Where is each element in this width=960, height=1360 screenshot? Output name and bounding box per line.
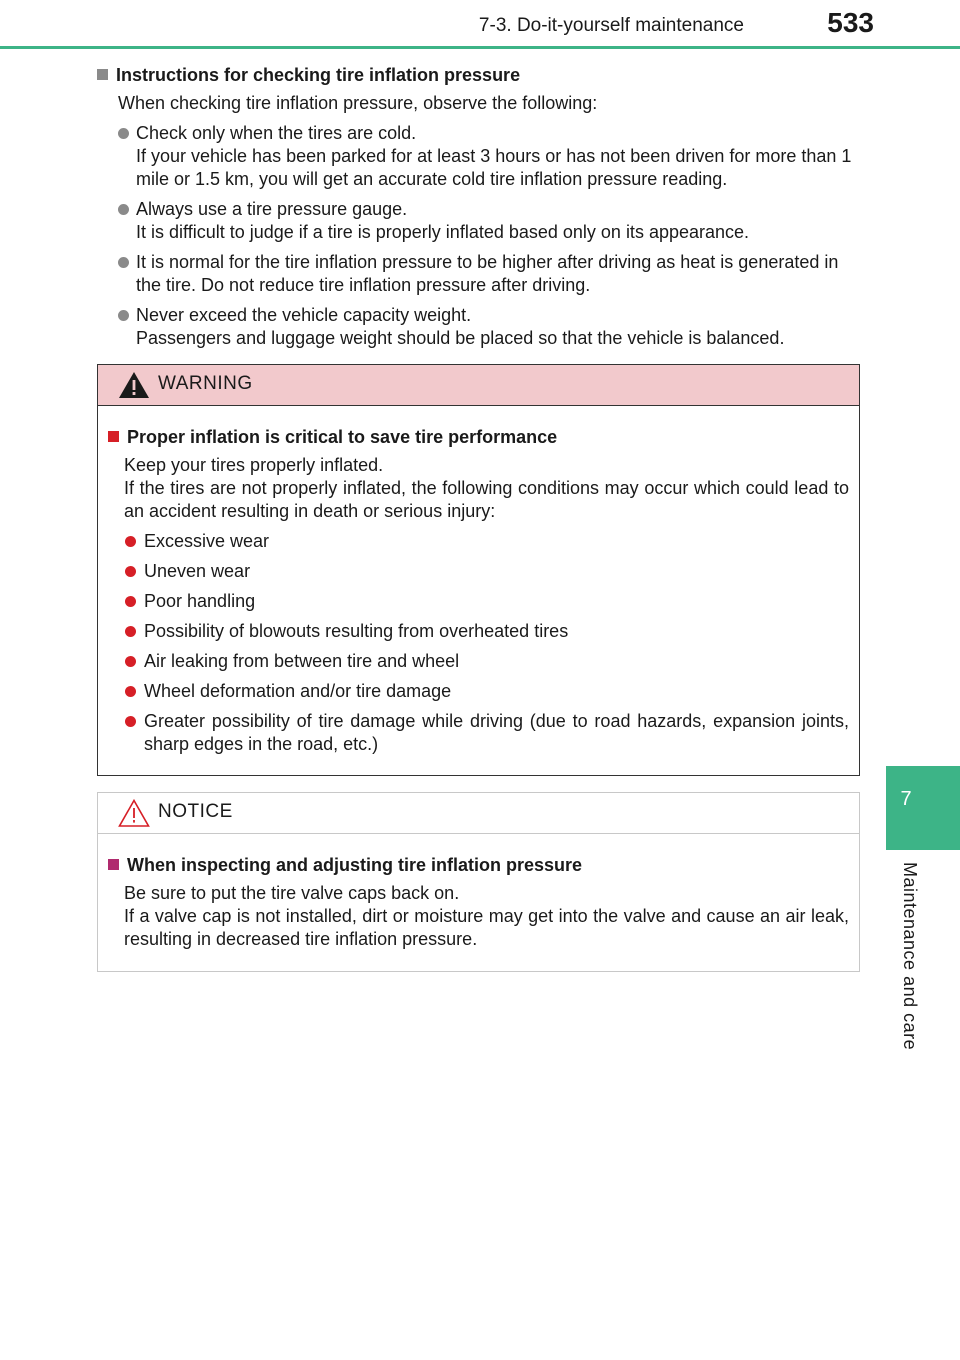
chapter-tab: 7	[886, 766, 960, 850]
square-bullet-icon	[108, 431, 119, 442]
notice-intro-line: Be sure to put the tire valve caps back …	[124, 883, 460, 903]
bullet-detail: If your vehicle has been parked for at l…	[136, 146, 852, 189]
bullet-text: Poor handling	[144, 591, 256, 611]
circle-bullet-icon	[125, 596, 136, 607]
page-header: 7-3. Do-it-yourself maintenance 533	[0, 0, 960, 50]
list-item: Check only when the tires are cold. If y…	[97, 122, 867, 191]
square-bullet-icon	[108, 859, 119, 870]
bullet-detail: It is difficult to judge if a tire is pr…	[136, 222, 750, 242]
notice-box: NOTICE When inspecting and adjusting tir…	[97, 792, 860, 972]
circle-bullet-icon	[125, 716, 136, 727]
warning-body: Proper inflation is critical to save tir…	[98, 406, 859, 756]
warning-title: Proper inflation is critical to save tir…	[108, 424, 849, 450]
circle-bullet-icon	[125, 656, 136, 667]
notice-body: When inspecting and adjusting tire infla…	[98, 834, 859, 951]
bullet-heading: Check only when the tires are cold.	[136, 123, 417, 143]
bullet-heading: Never exceed the vehicle capacity weight…	[136, 305, 472, 325]
section-title: Instructions for checking tire inflation…	[97, 62, 867, 88]
list-item: Uneven wear	[108, 560, 849, 583]
bullet-text: Air leaking from between tire and wheel	[144, 651, 460, 671]
warning-box: WARNING Proper inflation is critical to …	[97, 364, 860, 776]
header-title: 7-3. Do-it-yourself maintenance	[478, 15, 744, 36]
bullet-heading: It is normal for the tire inflation pres…	[136, 252, 839, 295]
bullet-text: Uneven wear	[144, 561, 251, 581]
warning-label: WARNING	[158, 373, 253, 394]
notice-header: NOTICE	[98, 793, 859, 834]
chapter-label: Maintenance and care	[900, 862, 920, 1051]
circle-bullet-icon	[125, 686, 136, 697]
bullet-text: Excessive wear	[144, 531, 270, 551]
notice-intro: Be sure to put the tire valve caps back …	[124, 882, 849, 951]
list-item: Air leaking from between tire and wheel	[108, 650, 849, 673]
warning-intro: Keep your tires properly inflated. If th…	[124, 454, 849, 523]
notice-label: NOTICE	[158, 801, 233, 822]
notice-intro-line: If a valve cap is not installed, dirt or…	[124, 906, 849, 949]
tire-inflation-instructions: Instructions for checking tire inflation…	[97, 62, 867, 350]
bullet-detail: Passengers and luggage weight should be …	[136, 328, 785, 348]
bullet-heading: Always use a tire pressure gauge.	[136, 199, 408, 219]
list-item: Poor handling	[108, 590, 849, 613]
circle-bullet-icon	[118, 310, 129, 321]
warning-triangle-icon	[119, 372, 149, 398]
bullet-text: Greater possibility of tire damage while…	[144, 711, 849, 754]
warning-intro-line: If the tires are not properly inflated, …	[124, 478, 849, 521]
header-rule	[0, 46, 960, 49]
list-item: It is normal for the tire inflation pres…	[97, 251, 867, 297]
list-item: Never exceed the vehicle capacity weight…	[97, 304, 867, 350]
notice-title-text: When inspecting and adjusting tire infla…	[127, 855, 583, 875]
warning-title-text: Proper inflation is critical to save tir…	[127, 427, 558, 447]
warning-intro-line: Keep your tires properly inflated.	[124, 455, 384, 475]
circle-bullet-icon	[118, 204, 129, 215]
circle-bullet-icon	[125, 566, 136, 577]
square-bullet-icon	[97, 69, 108, 80]
page-number: 533	[827, 7, 874, 38]
circle-bullet-icon	[118, 128, 129, 139]
circle-bullet-icon	[125, 536, 136, 547]
bullet-text: Possibility of blowouts resulting from o…	[144, 621, 569, 641]
section-title-text: Instructions for checking tire inflation…	[116, 65, 521, 85]
warning-header: WARNING	[98, 365, 859, 406]
list-item: Possibility of blowouts resulting from o…	[108, 620, 849, 643]
chapter-number: 7	[900, 788, 912, 810]
caution-triangle-icon	[118, 798, 150, 827]
list-item: Greater possibility of tire damage while…	[108, 710, 849, 756]
list-item: Wheel deformation and/or tire damage	[108, 680, 849, 703]
bullet-text: Wheel deformation and/or tire damage	[144, 681, 452, 701]
circle-bullet-icon	[125, 626, 136, 637]
list-item: Excessive wear	[108, 530, 849, 553]
circle-bullet-icon	[118, 257, 129, 268]
notice-title: When inspecting and adjusting tire infla…	[108, 852, 849, 878]
section-intro: When checking tire inflation pressure, o…	[118, 93, 598, 113]
list-item: Always use a tire pressure gauge. It is …	[97, 198, 867, 244]
